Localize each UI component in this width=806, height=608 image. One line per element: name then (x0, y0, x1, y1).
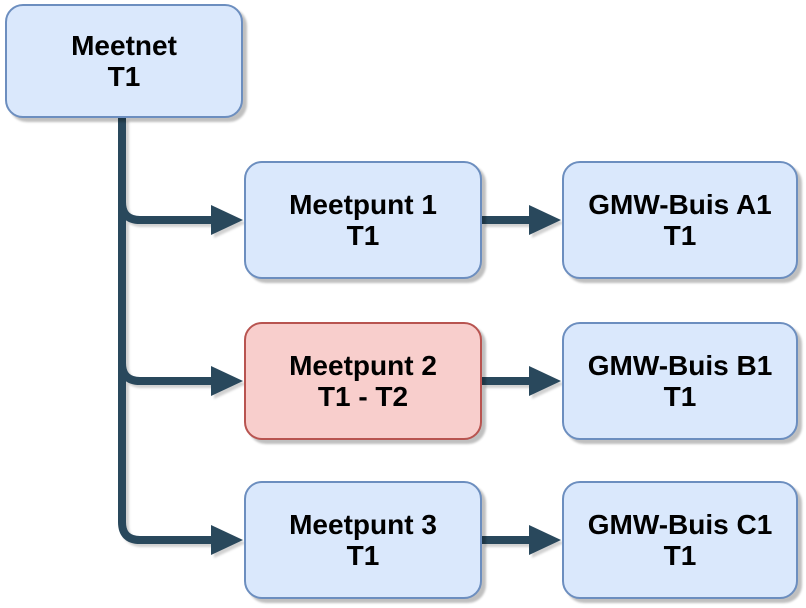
node-meetpunt-2-subtitle: T1 - T2 (317, 381, 409, 412)
node-meetnet: Meetnet T1 (5, 4, 243, 118)
node-gmw-buis-c1-subtitle: T1 (663, 540, 697, 571)
node-gmw-buis-a1-title: GMW-Buis A1 (588, 189, 772, 220)
edge-meetnet-meetpunt3 (118, 118, 243, 555)
edge-meetnet-meetpunt2 (118, 118, 243, 396)
node-meetnet-subtitle: T1 (107, 61, 141, 92)
node-gmw-buis-b1: GMW-Buis B1 T1 (562, 322, 798, 440)
node-meetpunt-2-highlighted: Meetpunt 2 T1 - T2 (244, 322, 482, 440)
node-meetpunt-2-title: Meetpunt 2 (289, 350, 437, 381)
node-meetpunt-1-title: Meetpunt 1 (289, 189, 437, 220)
node-meetpunt-1: Meetpunt 1 T1 (244, 161, 482, 279)
node-gmw-buis-c1: GMW-Buis C1 T1 (562, 481, 798, 599)
node-gmw-buis-b1-subtitle: T1 (663, 381, 697, 412)
node-gmw-buis-a1-subtitle: T1 (663, 220, 697, 251)
node-gmw-buis-c1-title: GMW-Buis C1 (587, 509, 773, 540)
node-meetpunt-1-subtitle: T1 (346, 220, 380, 251)
node-meetpunt-3-subtitle: T1 (346, 540, 380, 571)
node-meetpunt-3: Meetpunt 3 T1 (244, 481, 482, 599)
node-gmw-buis-a1: GMW-Buis A1 T1 (562, 161, 798, 279)
node-meetpunt-3-title: Meetpunt 3 (289, 509, 437, 540)
node-gmw-buis-b1-title: GMW-Buis B1 (587, 350, 773, 381)
edge-meetnet-meetpunt1 (118, 118, 243, 235)
node-meetnet-title: Meetnet (71, 30, 177, 61)
